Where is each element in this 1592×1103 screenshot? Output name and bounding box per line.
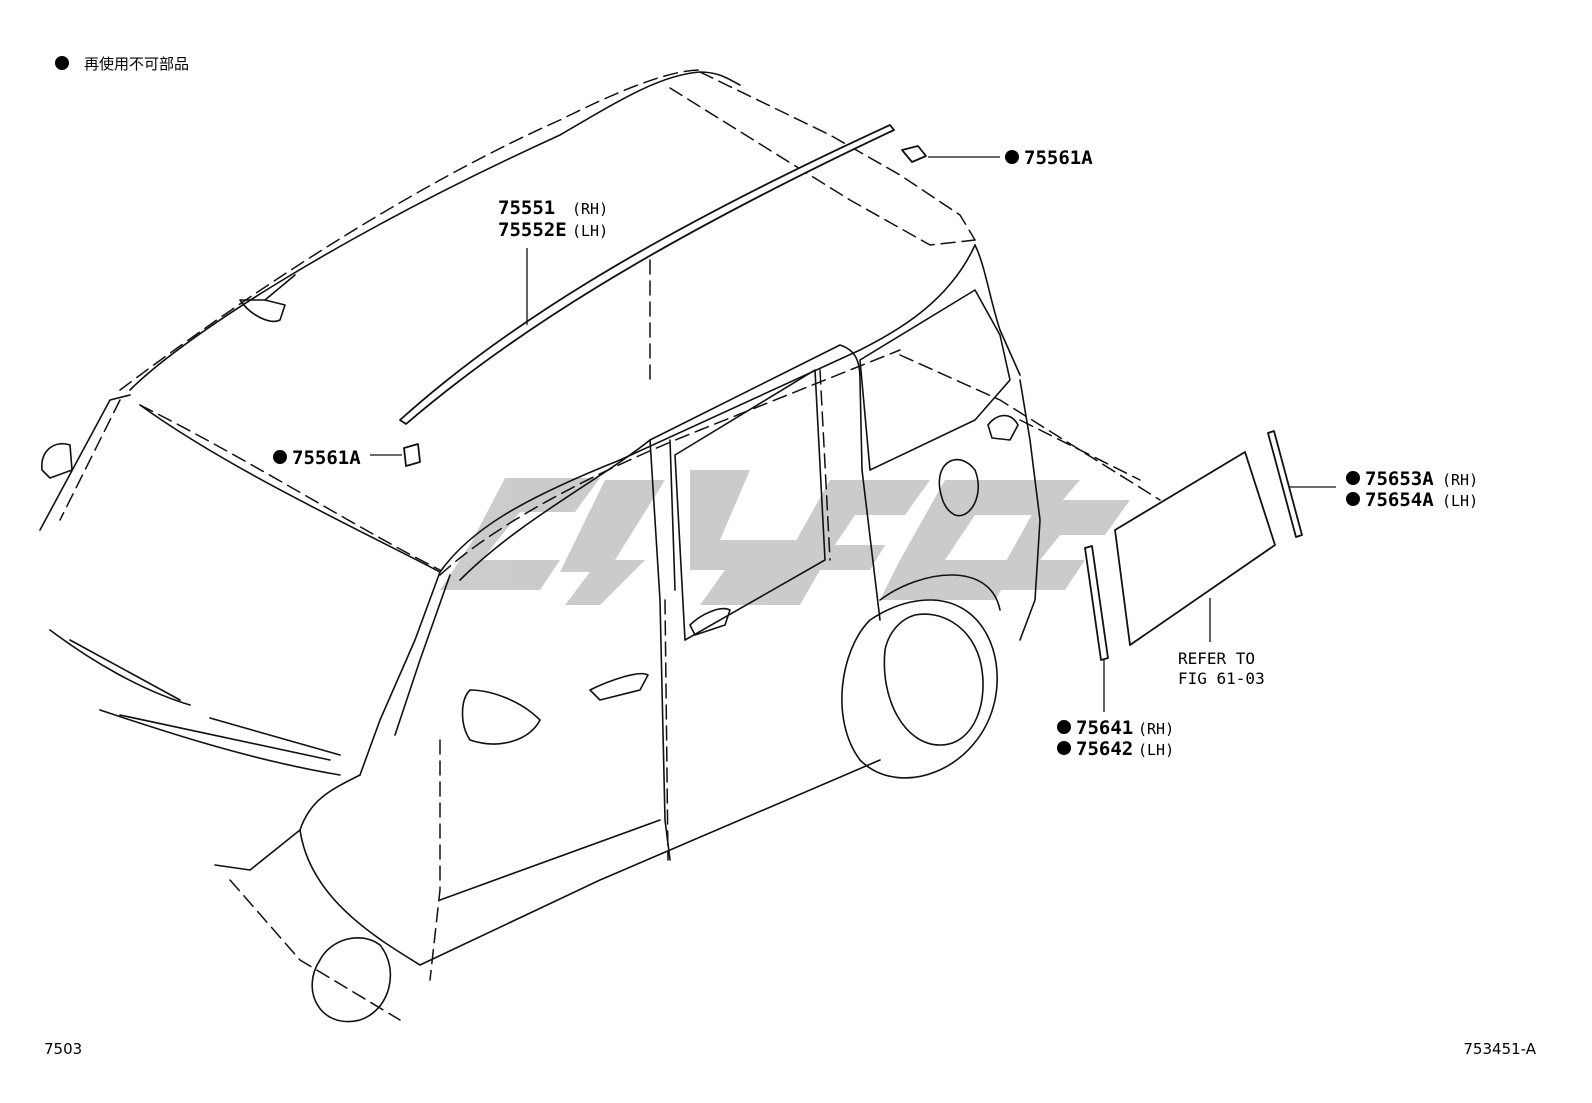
clip-top-number: 75561A — [1024, 147, 1093, 169]
roof-molding-part — [399, 124, 895, 425]
rear-inner-lh-number: 75642 — [1076, 738, 1133, 760]
non-reusable-dot-icon — [1005, 150, 1019, 164]
rear-inner-rh-number: 75641 — [1076, 717, 1133, 739]
non-reusable-dot-icon — [1057, 741, 1071, 755]
rear-inner-lh-side: (LH) — [1138, 741, 1174, 759]
rear-outer-lh-number: 75654A — [1365, 489, 1434, 511]
non-reusable-dot-icon — [1057, 720, 1071, 734]
quarter-glass-part — [1114, 451, 1276, 646]
non-reusable-dot-icon — [1346, 492, 1360, 506]
callout-clip-left: 75561A — [273, 447, 361, 469]
legend-text: 再使用不可部品 — [84, 55, 189, 73]
roof-molding-rh-number: 75551 — [498, 197, 555, 219]
callout-glass-reference: REFER TO FIG 61-03 — [1178, 649, 1265, 688]
rear-outer-lh-side: (LH) — [1442, 492, 1478, 510]
clip-top-part — [901, 145, 927, 163]
rear-molding-outer-part — [1267, 430, 1303, 538]
glass-ref-line2: FIG 61-03 — [1178, 669, 1265, 688]
rear-molding-inner-part — [1084, 545, 1109, 661]
leader-lines — [370, 156, 1336, 712]
rear-inner-rh-side: (RH) — [1138, 720, 1174, 738]
figure-id-code: 753451-A — [1463, 1040, 1536, 1058]
roof-molding-rh-side: (RH) — [572, 200, 608, 218]
reuse-prohibited-dot-icon — [55, 56, 69, 70]
glass-ref-line1: REFER TO — [1178, 649, 1255, 668]
callout-clip-top: 75561A — [1005, 147, 1093, 169]
legend: 再使用不可部品 — [55, 55, 189, 73]
rear-outer-rh-number: 75653A — [1365, 468, 1434, 490]
vehicle-outline — [39, 71, 1041, 1023]
callout-roof-molding: 75551 (RH) 75552E (LH) — [498, 197, 608, 241]
clip-left-part — [403, 443, 421, 467]
rear-outer-rh-side: (RH) — [1442, 471, 1478, 489]
roof-molding-lh-number: 75552E — [498, 219, 567, 241]
non-reusable-dot-icon — [273, 450, 287, 464]
figure-group-code: 7503 — [44, 1040, 82, 1058]
callout-rear-quarter-outer: 75653A (RH) 75654A (LH) — [1346, 468, 1478, 511]
non-reusable-dot-icon — [1346, 471, 1360, 485]
watermark — [440, 470, 1130, 605]
roof-molding-lh-side: (LH) — [572, 222, 608, 240]
clip-left-number: 75561A — [292, 447, 361, 469]
callout-rear-quarter-inner: 75641 (RH) 75642 (LH) — [1057, 717, 1174, 760]
phantom-lines — [59, 69, 1161, 1021]
